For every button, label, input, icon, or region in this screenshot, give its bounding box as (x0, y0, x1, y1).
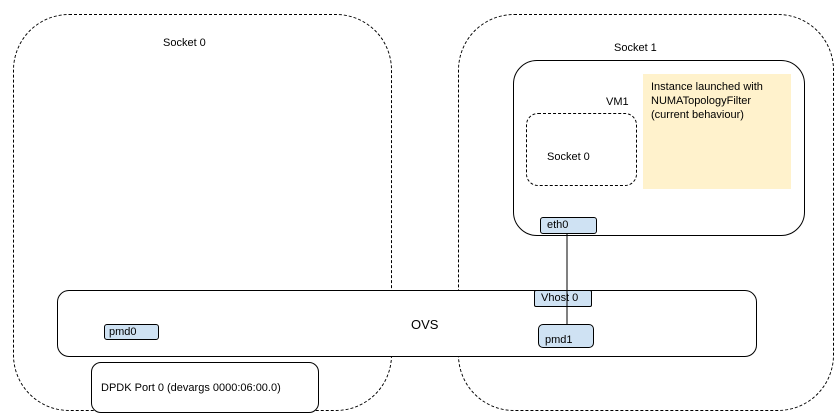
vm1-label: VM1 (606, 96, 629, 108)
vm-inner-socket-region (526, 113, 637, 186)
ovs-label: OVS (411, 317, 439, 332)
numa-filter-note: Instance launched with NUMATopologyFilte… (643, 74, 791, 189)
socket-1-label: Socket 1 (614, 42, 657, 54)
vhost0-port[interactable]: Vhost 0 (534, 290, 592, 307)
pmd0-thread[interactable]: pmd0 (104, 324, 159, 340)
socket-0-label: Socket 0 (163, 37, 206, 49)
dpdk-port-0[interactable] (91, 362, 319, 413)
ovs-box[interactable] (57, 290, 757, 357)
vm-inner-socket-label: Socket 0 (547, 151, 590, 163)
pmd1-thread[interactable]: pmd1 (538, 324, 594, 348)
socket-1-region (458, 14, 834, 411)
dpdk-port-0-label: DPDK Port 0 (devargs 0000:06:00.0) (101, 382, 281, 394)
eth0-port[interactable]: eth0 (540, 217, 597, 234)
